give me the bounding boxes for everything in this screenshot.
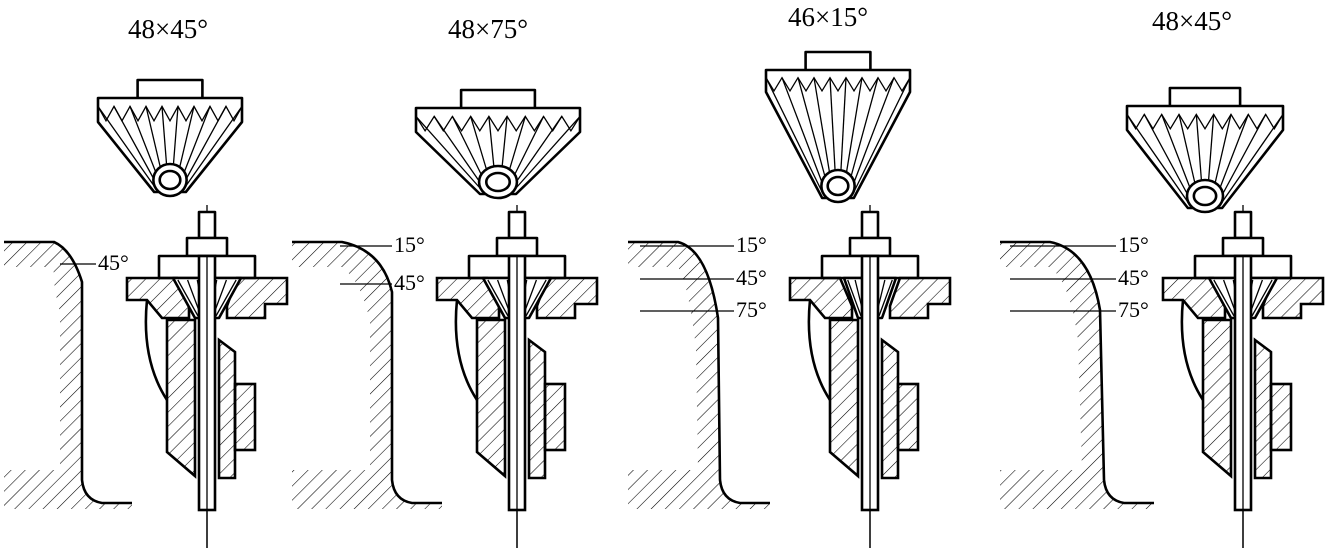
seat-angle-label: 75° bbox=[736, 297, 767, 322]
cutter-head bbox=[1125, 86, 1285, 214]
cylinder-head-section bbox=[4, 240, 132, 509]
seat-angle-label: 45° bbox=[736, 265, 767, 290]
pilot-assembly bbox=[435, 205, 599, 548]
seat-angle-label: 75° bbox=[1118, 297, 1149, 322]
pilot-assembly bbox=[125, 205, 289, 548]
cutter-spec-title: 48×45° bbox=[128, 14, 208, 44]
seat-angle-label: 45° bbox=[98, 250, 129, 275]
cutter-head bbox=[414, 88, 582, 200]
panel-3: 46×15° 15° 45° 75° bbox=[628, 2, 952, 548]
cutter-head bbox=[764, 50, 912, 204]
seat-angle-label: 45° bbox=[394, 270, 425, 295]
cutter-spec-title: 48×75° bbox=[448, 14, 528, 44]
cutter-head bbox=[96, 78, 244, 198]
cylinder-head-section bbox=[292, 240, 442, 509]
cutter-spec-title: 48×45° bbox=[1152, 6, 1232, 36]
panel-1: 48×45° 45° bbox=[4, 14, 289, 548]
pilot-assembly bbox=[788, 205, 952, 548]
panel-2: 48×75° 15° 45° bbox=[292, 14, 599, 548]
seat-angle-label: 15° bbox=[1118, 232, 1149, 257]
seat-angle-label: 15° bbox=[736, 232, 767, 257]
cylinder-head-section bbox=[1000, 240, 1154, 509]
cylinder-head-section bbox=[628, 240, 770, 509]
seat-angle-label: 15° bbox=[394, 232, 425, 257]
seat-angle-label: 45° bbox=[1118, 265, 1149, 290]
pilot-assembly bbox=[1161, 205, 1325, 548]
cutter-spec-title: 46×15° bbox=[788, 2, 868, 32]
panel-4: 48×45° 15° 45° 75° bbox=[1000, 6, 1325, 548]
